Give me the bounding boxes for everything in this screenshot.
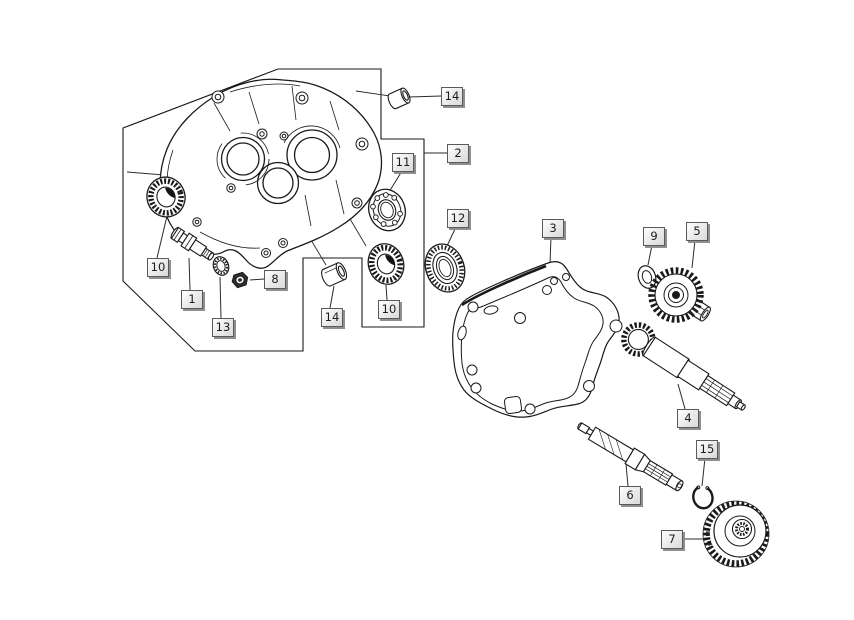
part-3-gasket (453, 262, 622, 418)
part-1-shaft (169, 226, 217, 264)
callout-1[interactable]: 1 (181, 290, 203, 309)
part-7-gear-wheel (703, 501, 769, 567)
callout-9[interactable]: 9 (643, 227, 665, 246)
part-9-washer (635, 263, 658, 290)
part-8-nut (231, 271, 250, 288)
callout-8[interactable]: 8 (264, 270, 286, 289)
cover-bores (222, 130, 338, 204)
cover-rib-details (167, 84, 344, 248)
part-5-pinion-gear (652, 271, 713, 323)
callout-14-top[interactable]: 14 (441, 87, 463, 106)
callout-2[interactable]: 2 (447, 144, 469, 163)
callout-7[interactable]: 7 (661, 530, 683, 549)
callout-3[interactable]: 3 (542, 219, 564, 238)
part-15-circlip (691, 483, 715, 510)
callout-leader-lines (157, 96, 705, 539)
part-12-oil-seal (419, 238, 471, 297)
part-6-input-shaft (574, 417, 686, 494)
callout-4[interactable]: 4 (677, 409, 699, 428)
callout-10-left[interactable]: 10 (147, 258, 169, 277)
gasket-bolt-holes (456, 274, 622, 415)
callout-15[interactable]: 15 (696, 440, 718, 459)
group-outline-polygon (123, 69, 424, 351)
callout-11[interactable]: 11 (392, 153, 414, 172)
part-4-drive-shaft (618, 319, 752, 420)
callout-10-right[interactable]: 10 (378, 300, 400, 319)
part-14-bush-top (386, 87, 412, 110)
callout-13[interactable]: 13 (212, 318, 234, 337)
callout-12[interactable]: 12 (447, 209, 469, 228)
part-11-ball-bearing (363, 184, 411, 236)
part-13-washer (211, 255, 232, 278)
part-10-bearing-right (363, 239, 409, 289)
part-14-bush-bottom (319, 261, 348, 287)
callout-5[interactable]: 5 (686, 222, 708, 241)
part-2-gearbox-cover (160, 79, 381, 268)
callout-14-bottom[interactable]: 14 (321, 308, 343, 327)
callout-6[interactable]: 6 (619, 486, 641, 505)
cover-bolt-holes (193, 91, 368, 258)
part-10-bearing-left (142, 172, 191, 222)
